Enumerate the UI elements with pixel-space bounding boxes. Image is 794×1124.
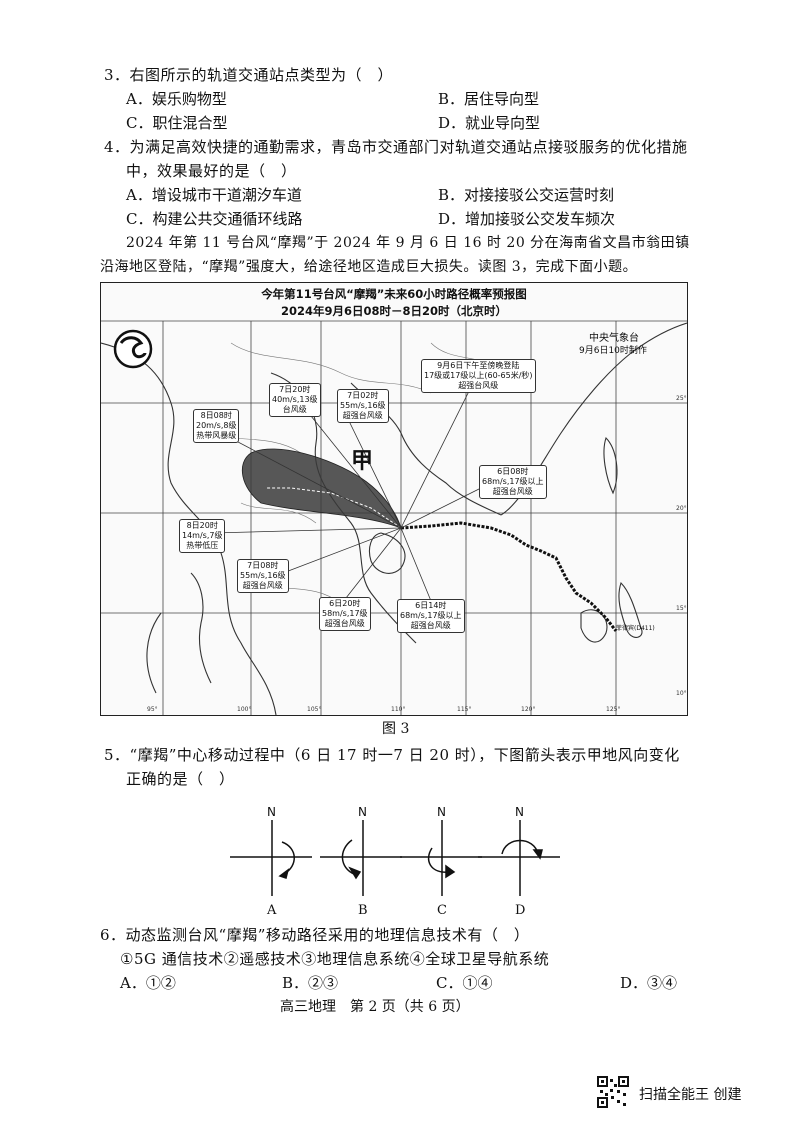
q3-option-d: D．就业导向型 (438, 114, 541, 132)
q6-items: ①5G 通信技术②遥感技术③地理信息系统④全球卫星导航系统 (120, 950, 550, 968)
north-label: N (358, 805, 367, 819)
q3-option-b: B．居住导向型 (438, 90, 540, 108)
lon-label: 95° (147, 706, 158, 713)
lon-label: 110° (391, 706, 405, 713)
lon-label: 125° (606, 706, 620, 713)
lon-label: 115° (457, 706, 471, 713)
lon-label: 120° (521, 706, 535, 713)
option-label-d: D (515, 903, 525, 918)
option-label-c: C (437, 903, 447, 918)
q6-option-a: A．①② (120, 974, 176, 992)
agency-name: 中央气象台 (589, 333, 639, 344)
q4-stem-line2: 中，效果最好的是（ ） (126, 162, 297, 180)
qr-code-icon (597, 1076, 629, 1108)
q3-option-c: C．职住混合型 (126, 114, 228, 132)
scanner-watermark: 扫描全能王 创建 (639, 1087, 742, 1103)
typhoon-track-map: 今年第11号台风“摩羯”未来60小时路径概率预报图 2024年9月6日08时－8… (100, 282, 688, 716)
q4-option-d: D．增加接驳公交发车频次 (438, 210, 616, 228)
lat-label: 20° (676, 505, 687, 512)
q3-stem: 3．右图所示的轨道交通站点类型为（ ） (104, 66, 394, 84)
map-subtitle: 2024年9月6日08时－8日20时（北京时） (280, 304, 508, 318)
north-label: N (267, 805, 276, 819)
location-jia: 甲 (351, 448, 374, 474)
track-start-label: 菲律宾(D411) (616, 625, 655, 632)
q4-option-c: C．构建公共交通循环线路 (126, 210, 303, 228)
lat-label: 10° (676, 690, 687, 697)
north-label: N (515, 805, 524, 819)
q4-stem-line1: 4．为满足高效快捷的通勤需求，青岛市交通部门对轨道交通站点接驳服务的优化措施 (104, 138, 688, 156)
q3-option-a: A．娱乐购物型 (126, 90, 227, 108)
option-label-a: A (266, 903, 277, 918)
intro-line1: 2024 年第 11 号台风“摩羯”于 2024 年 9 月 6 日 16 时 … (126, 235, 690, 251)
q4-option-b: B．对接接驳公交运营时刻 (438, 186, 615, 204)
q4-option-a: A．增设城市干道潮汐车道 (126, 186, 302, 204)
q5-stem-line2: 正确的是（ ） (126, 770, 235, 788)
option-label-b: B (358, 903, 368, 918)
q6-option-b: B．②③ (282, 974, 339, 992)
q6-option-c: C．①④ (436, 974, 493, 992)
lat-label: 25° (676, 395, 687, 402)
lon-label: 100° (237, 706, 251, 713)
issue-time: 9月6日10时制作 (579, 346, 647, 356)
page-footer: 高三地理 第 2 页（共 6 页） (280, 999, 470, 1015)
cma-logo (113, 329, 153, 369)
figure-caption: 图 3 (382, 721, 410, 737)
lon-label: 105° (307, 706, 321, 713)
map-title: 今年第11号台风“摩羯”未来60小时路径概率预报图 (261, 287, 527, 301)
q5-stem-line1: 5．“摩羯”中心移动过程中（6 日 17 时一7 日 20 时），下图箭头表示甲… (104, 746, 680, 764)
intro-line2: 沿海地区登陆，“摩羯”强度大，给途径地区造成巨大损失。读图 3，完成下面小题。 (100, 259, 638, 275)
north-label: N (437, 805, 446, 819)
q6-stem: 6．动态监测台风“摩羯”移动路径采用的地理信息技术有（ ） (100, 926, 530, 944)
lat-label: 15° (676, 605, 687, 612)
wind-direction-options: N N N N A B C D (230, 805, 560, 918)
q6-option-d: D．③④ (620, 974, 678, 992)
